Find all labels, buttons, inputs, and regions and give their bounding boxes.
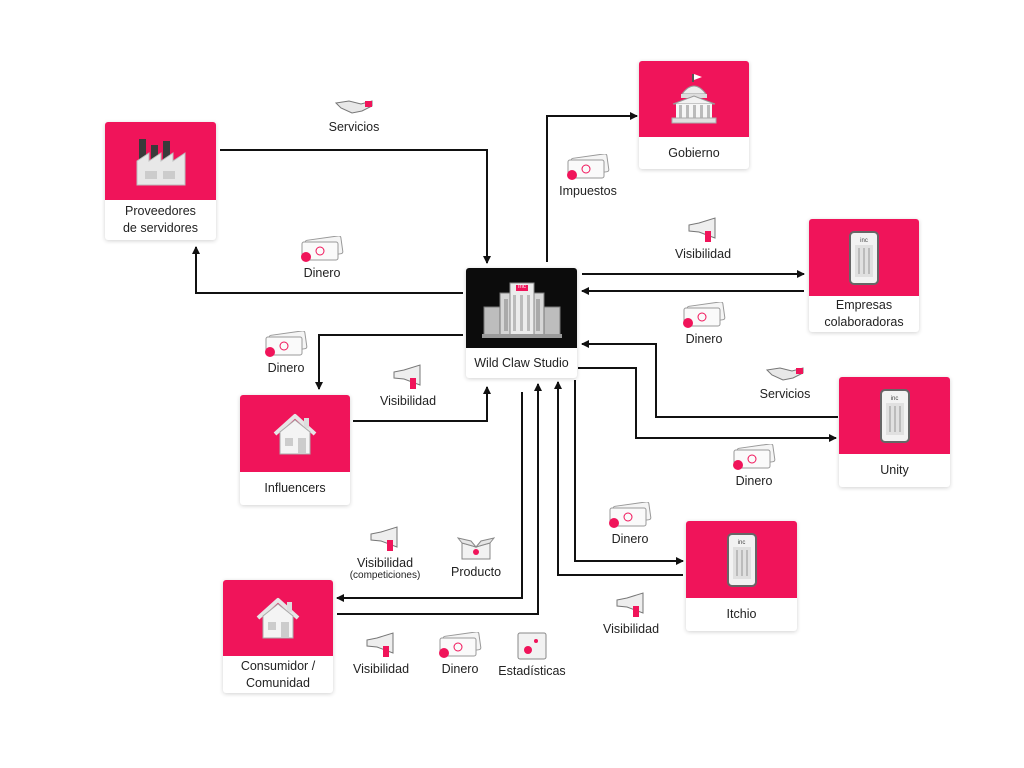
flow-visibilidad-competiciones: Visibilidad (competiciones) [340,526,430,582]
flow-label: Visibilidad [352,662,410,676]
node-label: Wild Claw Studio [474,355,569,370]
flow-visibilidad-itchio: Visibilidad [596,592,666,636]
money-icon [567,154,610,180]
studio-badge: inc [518,284,526,290]
arrow-visibilidad-from-itchio [554,381,683,576]
flow-label: Visibilidad [674,247,732,261]
flow-dinero-consumidor: Dinero [430,632,490,676]
megaphone-icon [370,526,398,551]
flow-sublabel: (competiciones) [349,570,421,581]
phone-icon [849,230,879,285]
flow-dinero-influencers: Dinero [256,331,316,375]
flow-dinero-unity: Dinero [724,444,784,488]
arrow-visibilidad-from-influencers [353,386,491,422]
handshake-icon [335,100,373,114]
arrow-dinero-to-itchio [574,380,684,565]
node-unity[interactable]: inc Unity [839,377,950,487]
flow-label: Producto [450,565,502,579]
flow-visibilidad-consumidor: Visibilidad [346,632,416,676]
arrow-impuestos-to-gobierno [546,112,638,262]
flow-label: Visibilidad [379,394,437,408]
money-icon [265,331,308,357]
house-icon [256,598,300,639]
arrow-servicios-to-studio [220,149,491,264]
building-icon [481,282,562,338]
capitol-icon [671,74,717,124]
stats-icon [517,632,547,660]
phone-badge: inc [737,540,746,546]
money-icon [439,632,482,658]
flow-label: Dinero [267,361,305,375]
node-gobierno[interactable]: Gobierno [639,61,749,169]
node-label: Consumidor / Comunidad [240,658,316,690]
flow-impuestos: Impuestos [553,154,623,198]
flow-servicios-proveedores: Servicios [324,98,384,134]
node-studio[interactable]: inc Wild Claw Studio [466,268,577,378]
node-empresas[interactable]: inc Empresas colaboradoras [809,219,919,332]
node-label: Gobierno [668,145,720,160]
arrow-dinero-to-proveedores [192,246,463,294]
flow-label: Dinero [611,532,649,546]
money-icon [609,502,652,528]
node-itchio[interactable]: inc Itchio [686,521,797,631]
node-label: Empresas colaboradoras [824,298,904,329]
money-icon [733,444,776,470]
node-proveedores[interactable]: Proveedores de servidores [105,122,216,240]
flow-label: Servicios [328,120,380,134]
node-consumidor[interactable]: Consumidor / Comunidad [223,580,333,693]
flow-label: Impuestos [559,184,617,198]
flow-label: Servicios [759,387,811,401]
megaphone-icon [366,632,394,657]
node-label: Influencers [264,481,326,495]
flow-servicios-unity: Servicios [755,365,815,401]
arrow-producto-to-consumidor [336,392,523,602]
handshake-icon [766,367,804,381]
factory-icon [136,139,185,186]
node-label: Proveedores de servidores [122,204,199,235]
flow-label: Visibilidad [356,556,414,570]
arrow-dinero-to-influencers [315,334,463,390]
node-label: Itchio [726,607,757,621]
arrow-servicios-from-unity [581,340,838,418]
flow-visibilidad-empresas: Visibilidad [668,217,738,261]
flow-label: Dinero [441,662,479,676]
flow-label: Dinero [735,474,773,488]
flow-label: Visibilidad [602,622,660,636]
flow-label: Dinero [685,332,723,346]
flow-label: Estadísticas [498,664,566,678]
megaphone-icon [688,217,716,242]
house-icon [273,413,317,454]
node-influencers[interactable]: Influencers [240,395,350,505]
phone-icon [726,532,757,587]
flow-estadisticas: Estadísticas [492,632,572,678]
phone-icon [879,388,910,443]
megaphone-icon [616,592,644,617]
flow-dinero-itchio: Dinero [600,502,660,546]
money-icon [683,302,726,328]
phone-badge: inc [890,396,899,402]
flow-label: Dinero [303,266,341,280]
megaphone-icon [393,364,421,389]
money-icon [301,236,344,262]
arrow-dinero-to-unity [578,367,837,442]
flow-producto: Producto [446,537,506,579]
node-label: Unity [880,463,909,477]
arrow-from-consumidor [337,383,542,615]
flow-visibilidad-influencers: Visibilidad [373,364,443,408]
phone-badge: inc [860,238,868,244]
flow-dinero-proveedores: Dinero [292,236,352,280]
box-icon [457,537,495,560]
flow-dinero-empresas: Dinero [674,302,734,346]
